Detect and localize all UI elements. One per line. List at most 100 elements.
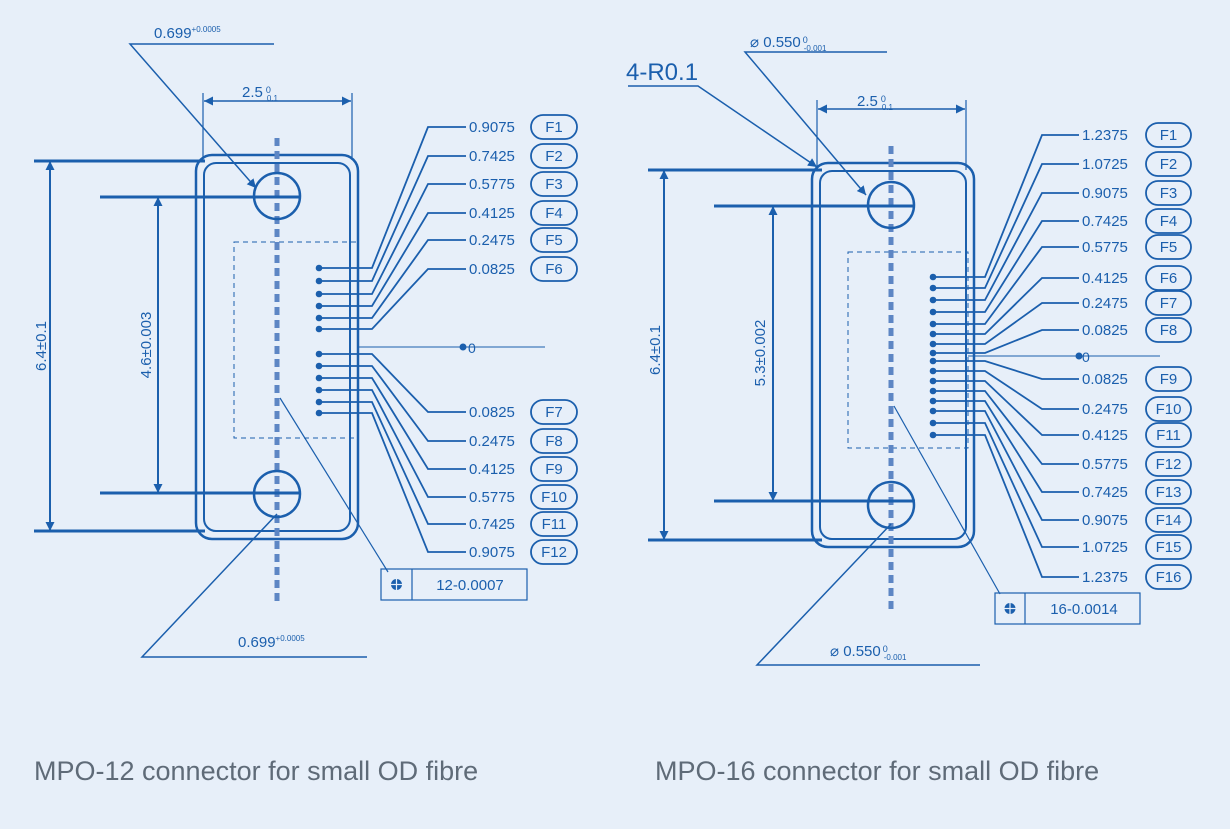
mpo12-height-outer-dim: 6.4±0.1 [33, 321, 50, 371]
mpo12-fibre-f12: 0.9075 F12 [315, 409, 578, 565]
fibre-offset-value: 1.0725 [1082, 156, 1128, 173]
fibre-label: F7 [1160, 295, 1178, 312]
mpo16-corner-radius: 4-R0.1 [626, 59, 698, 86]
mpo16-height-holes-dim: 5.3±0.002 [752, 320, 769, 387]
fibre-label: F7 [545, 404, 563, 421]
mpo12-position-tolerance-value: 12-0.0007 [436, 577, 504, 594]
mpo16-position-tolerance-value: 16-0.0014 [1050, 601, 1118, 618]
fibre-offset-value: 0.9075 [469, 119, 515, 136]
mpo12-zero-label: 0 [468, 340, 476, 356]
fibre-offset-value: 0.5775 [469, 176, 515, 193]
fibre-label: F6 [1160, 270, 1178, 287]
fibre-offset-value: 0.7425 [469, 516, 515, 533]
mpo16-fibre-f4: 0.7425 F4 [929, 208, 1192, 316]
fibre-offset-value: 0.2475 [1082, 295, 1128, 312]
fibre-offset-value: 0.0825 [469, 404, 515, 421]
fibre-label: F11 [542, 516, 567, 533]
mpo16-caption: MPO-16 connector for small OD fibre [655, 756, 1100, 786]
mpo16-fibre-f13: 0.7425 F13 [929, 397, 1192, 505]
fibre-offset-value: 0.9075 [1082, 185, 1128, 202]
fibre-label: F9 [1160, 371, 1178, 388]
fibre-offset-value: 0.7425 [1082, 213, 1128, 230]
fibre-label: F6 [545, 261, 563, 278]
mpo16-height-outer-dim: 6.4±0.1 [647, 325, 664, 375]
mpo12-drawing [34, 43, 545, 658]
mpo16-zero-label: 0 [1082, 349, 1090, 365]
fibre-label: F4 [1160, 213, 1178, 230]
mpo12-fibre-f6: 0.0825 F6 [315, 256, 578, 333]
fibre-label: F1 [1160, 127, 1178, 144]
mpo12-fibre-f10: 0.5775 F10 [315, 386, 578, 510]
fibre-label: F12 [1156, 456, 1182, 473]
mpo16-fibre-f7: 0.2475 F7 [929, 290, 1192, 348]
mpo16-fibre-f15: 1.0725 F15 [929, 419, 1192, 560]
mpo12-fibre-f9: 0.4125 F9 [315, 374, 578, 482]
fibre-label: F13 [1156, 484, 1182, 501]
fibre-offset-value: 0.5775 [1082, 239, 1128, 256]
mpo16-fibre-f6: 0.4125 F6 [929, 265, 1192, 338]
mpo12-fibre-f4: 0.4125 F4 [315, 200, 578, 310]
fibre-label: F8 [1160, 322, 1178, 339]
mpo16-fibre-f12: 0.5775 F12 [929, 387, 1192, 477]
fibre-offset-value: 0.4125 [469, 461, 515, 478]
fibre-label: F10 [541, 489, 567, 506]
mpo12-position-tolerance-frame: 12-0.0007 [380, 568, 528, 601]
mpo16-fibre-f8: 0.0825 F8 [929, 317, 1192, 357]
fibre-label: F3 [545, 176, 563, 193]
fibre-offset-value: 0.5775 [469, 489, 515, 506]
fibre-offset-value: 0.4125 [1082, 270, 1128, 287]
fibre-offset-value: 0.2475 [1082, 401, 1128, 418]
mpo12-fibre-f3: 0.5775 F3 [315, 171, 578, 298]
mpo12-caption: MPO-12 connector for small OD fibre [34, 756, 479, 786]
fibre-label: F16 [1156, 569, 1182, 586]
mpo12-fibre-f7: 0.0825 F7 [315, 350, 578, 425]
mpo16-fibre-f1: 1.2375 F1 [929, 122, 1192, 281]
fibre-label: F2 [545, 148, 563, 165]
fibre-offset-value: 0.4125 [469, 205, 515, 222]
fibre-label: F15 [1156, 539, 1182, 556]
mpo16-fibre-f2: 1.0725 F2 [929, 151, 1192, 292]
mpo16-drawing [628, 51, 1160, 666]
fibre-label: F12 [541, 544, 567, 561]
fibre-offset-value: 0.0825 [469, 261, 515, 278]
mpo16-fibre-f9: 0.0825 F9 [929, 357, 1192, 392]
position-tolerance-icon [389, 577, 404, 592]
fibre-offset-value: 1.0725 [1082, 539, 1128, 556]
fibre-label: F9 [545, 461, 563, 478]
fibre-label: F4 [545, 205, 563, 222]
fibre-offset-value: 0.2475 [469, 433, 515, 450]
mpo16-position-tolerance-frame: 16-0.0014 [994, 592, 1141, 625]
fibre-offset-value: 0.5775 [1082, 456, 1128, 473]
fibre-label: F10 [1156, 401, 1182, 418]
mpo12-hole-dim-top: 0.699+0.0005 [154, 25, 221, 42]
fibre-label: F14 [1156, 512, 1182, 529]
fibre-offset-value: 1.2375 [1082, 127, 1128, 144]
fibre-offset-value: 0.0825 [1082, 371, 1128, 388]
fibre-offset-value: 0.0825 [1082, 322, 1128, 339]
fibre-offset-value: 0.4125 [1082, 427, 1128, 444]
fibre-label: F2 [1160, 156, 1178, 173]
mpo16-fibre-f16: 1.2375 F16 [929, 431, 1192, 590]
fibre-offset-value: 0.9075 [469, 544, 515, 561]
fibre-label: F11 [1156, 427, 1181, 444]
mpo16-fibre-window [847, 251, 969, 449]
mpo12-fibre-window [233, 241, 359, 439]
fibre-offset-value: 1.2375 [1082, 569, 1128, 586]
mpo12-fibre-f11: 0.7425 F11 [315, 398, 578, 537]
fibre-offset-value: 0.7425 [1082, 484, 1128, 501]
